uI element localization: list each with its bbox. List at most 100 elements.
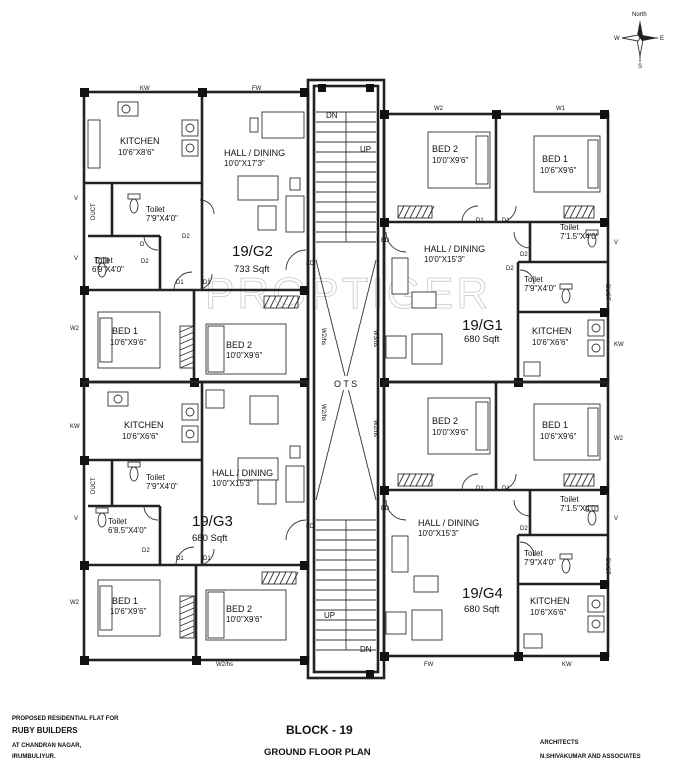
drawing-stroke	[263, 295, 271, 309]
tag-d1: D1	[476, 218, 484, 224]
tag-w2: W2	[434, 106, 444, 112]
drawing-stroke	[427, 473, 435, 487]
tag-w3hs: W3/hs	[372, 330, 378, 347]
wardrobe-icon	[261, 571, 297, 585]
sofa-icon	[411, 291, 437, 309]
drawing-stroke	[403, 205, 411, 219]
g2-bed2: BED 2	[226, 340, 252, 350]
tag-d2: D2	[506, 266, 514, 272]
tag-v: V	[614, 240, 618, 246]
watermark-text: PROPTIGER	[205, 269, 491, 318]
g4-hall: HALL / DINING	[418, 518, 479, 528]
g4-kitchen-dim: 10'6"X6'6"	[530, 608, 566, 617]
tag-w2hs: W2/hs	[372, 420, 378, 437]
wardrobe-icon	[563, 473, 595, 487]
g4-toilet2-dim: 7'9"X4'0"	[524, 558, 556, 567]
g3-toilet2: Toilet	[108, 517, 127, 526]
tag-ed: ED	[306, 261, 315, 267]
tag-ed: ED	[381, 238, 390, 244]
drawing-stroke	[179, 595, 195, 603]
g3-hall: HALL / DINING	[212, 468, 273, 478]
title-block: PROPOSED RESIDENTIAL FLAT FOR RUBY BUILD…	[12, 716, 641, 760]
g4-unit-id: 19/G4	[462, 585, 503, 602]
g4-kitchen: KITCHEN	[530, 596, 570, 606]
g1-hall-dim: 10'0"X15'3"	[424, 255, 465, 264]
g2-unit-id: 19/G2	[232, 243, 273, 260]
drawing-stroke	[563, 205, 571, 219]
tag-d1: D1	[502, 218, 510, 224]
drawing-stroke	[415, 473, 423, 487]
drawing-stroke	[179, 625, 195, 633]
g4-bed2-dim: 10'0"X9'6"	[432, 428, 468, 437]
tag-fw: FW	[252, 86, 262, 92]
tag-kw: KW	[70, 424, 80, 430]
g4-toilet1: Toilet	[560, 495, 579, 504]
drawing-stroke	[179, 619, 195, 627]
g2-kitchen-dim: 10'6"X8'6"	[118, 148, 154, 157]
tag-w2: W2	[614, 436, 624, 442]
tag-kw: KW	[562, 662, 572, 668]
tag-d1: D1	[502, 486, 510, 492]
g4-bed1-dim: 10'6"X9'6"	[540, 432, 576, 441]
stair-dn-bottom: DN	[360, 645, 372, 654]
g3-bed2: BED 2	[226, 604, 252, 614]
tag-d2: D2	[520, 252, 528, 258]
drawing-stroke	[581, 205, 589, 219]
drawing-stroke	[293, 295, 301, 309]
tag-w2hs: W2/hs	[320, 328, 326, 345]
drawing-stroke	[575, 205, 583, 219]
address-line-1: AT CHANDRAN NAGAR,	[12, 743, 82, 749]
sofa-icon	[237, 175, 279, 201]
tag-d2: D2	[141, 259, 149, 265]
unit-19-g4: BED 2 10'0"X9'6" BED 1 10'6"X9'6" Toilet…	[372, 380, 624, 668]
g2-toilet1: Toilet	[146, 205, 165, 214]
unit-19-g3: KITCHEN 10'6"X6'6" Toilet 7'9"X4'0" HALL…	[70, 380, 326, 668]
tag-d1: D1	[203, 556, 211, 562]
tag-v: V	[74, 256, 78, 262]
g1-bed1: BED 1	[542, 154, 568, 164]
tag-w2hs: W2/hs	[320, 404, 326, 421]
g1-kitchen-dim: 10'6"X6'6"	[532, 338, 568, 347]
builder-name: RUBY BUILDERS	[12, 726, 78, 735]
tag-v: V	[614, 516, 618, 522]
g3-toilet1: Toilet	[146, 473, 165, 482]
compass-icon: North S E W	[614, 12, 664, 70]
wardrobe-icon	[179, 325, 195, 369]
drawing-stroke	[403, 473, 411, 487]
g1-toilet1-dim: 7'1.5"X4'0"	[560, 232, 599, 241]
tag-duct: DUCT	[91, 477, 97, 494]
g2-bed1-dim: 10'6"X9'6"	[110, 338, 146, 347]
g4-hall-dim: 10'0"X15'3"	[418, 529, 459, 538]
g3-bed1-dim: 10'6"X9'6"	[110, 607, 146, 616]
drawing-stroke	[587, 473, 595, 487]
g3-toilet1-dim: 7'9"X4'0"	[146, 482, 178, 491]
g2-toilet2-dim: 6'9"X4'0"	[92, 265, 124, 274]
drawing-stroke	[397, 473, 405, 487]
tag-kw: KW	[140, 86, 150, 92]
architects-firm: N.SHIVAKUMAR AND ASSOCIATES	[540, 754, 641, 760]
g4-toilet2: Toilet	[524, 549, 543, 558]
stair-up-bottom: UP	[324, 611, 335, 620]
g1-toilet1: Toilet	[560, 223, 579, 232]
g2-hall-dim: 10'0"X17'3"	[224, 159, 265, 168]
tag-fw: FW	[424, 662, 434, 668]
drawing-stroke	[179, 631, 195, 639]
tag-d1: D1	[176, 280, 184, 286]
compass-east: E	[660, 36, 664, 42]
drawing-stroke	[261, 571, 269, 585]
address-line-2: IRUMBULIYUR.	[12, 754, 56, 760]
drawing-stroke	[427, 205, 435, 219]
drawing-stroke	[563, 473, 571, 487]
drawing-stroke	[275, 295, 283, 309]
dining-table-icon	[411, 609, 443, 641]
g4-unit-area: 680 Sqft	[464, 604, 500, 615]
block-title: BLOCK - 19	[286, 723, 353, 737]
drawing-stroke	[285, 571, 293, 585]
g2-toilet2: Toilet	[94, 256, 113, 265]
tag-ed: ED	[306, 524, 315, 530]
wardrobe-icon	[563, 205, 595, 219]
compass-west: W	[614, 36, 620, 42]
drawing-stroke	[179, 349, 195, 357]
g3-bed2-dim: 10'0"X9'6"	[226, 615, 262, 624]
unit-19-g1: BED 2 10'0"X9'6" BED 1 10'6"X9'6" Toilet…	[372, 106, 624, 387]
